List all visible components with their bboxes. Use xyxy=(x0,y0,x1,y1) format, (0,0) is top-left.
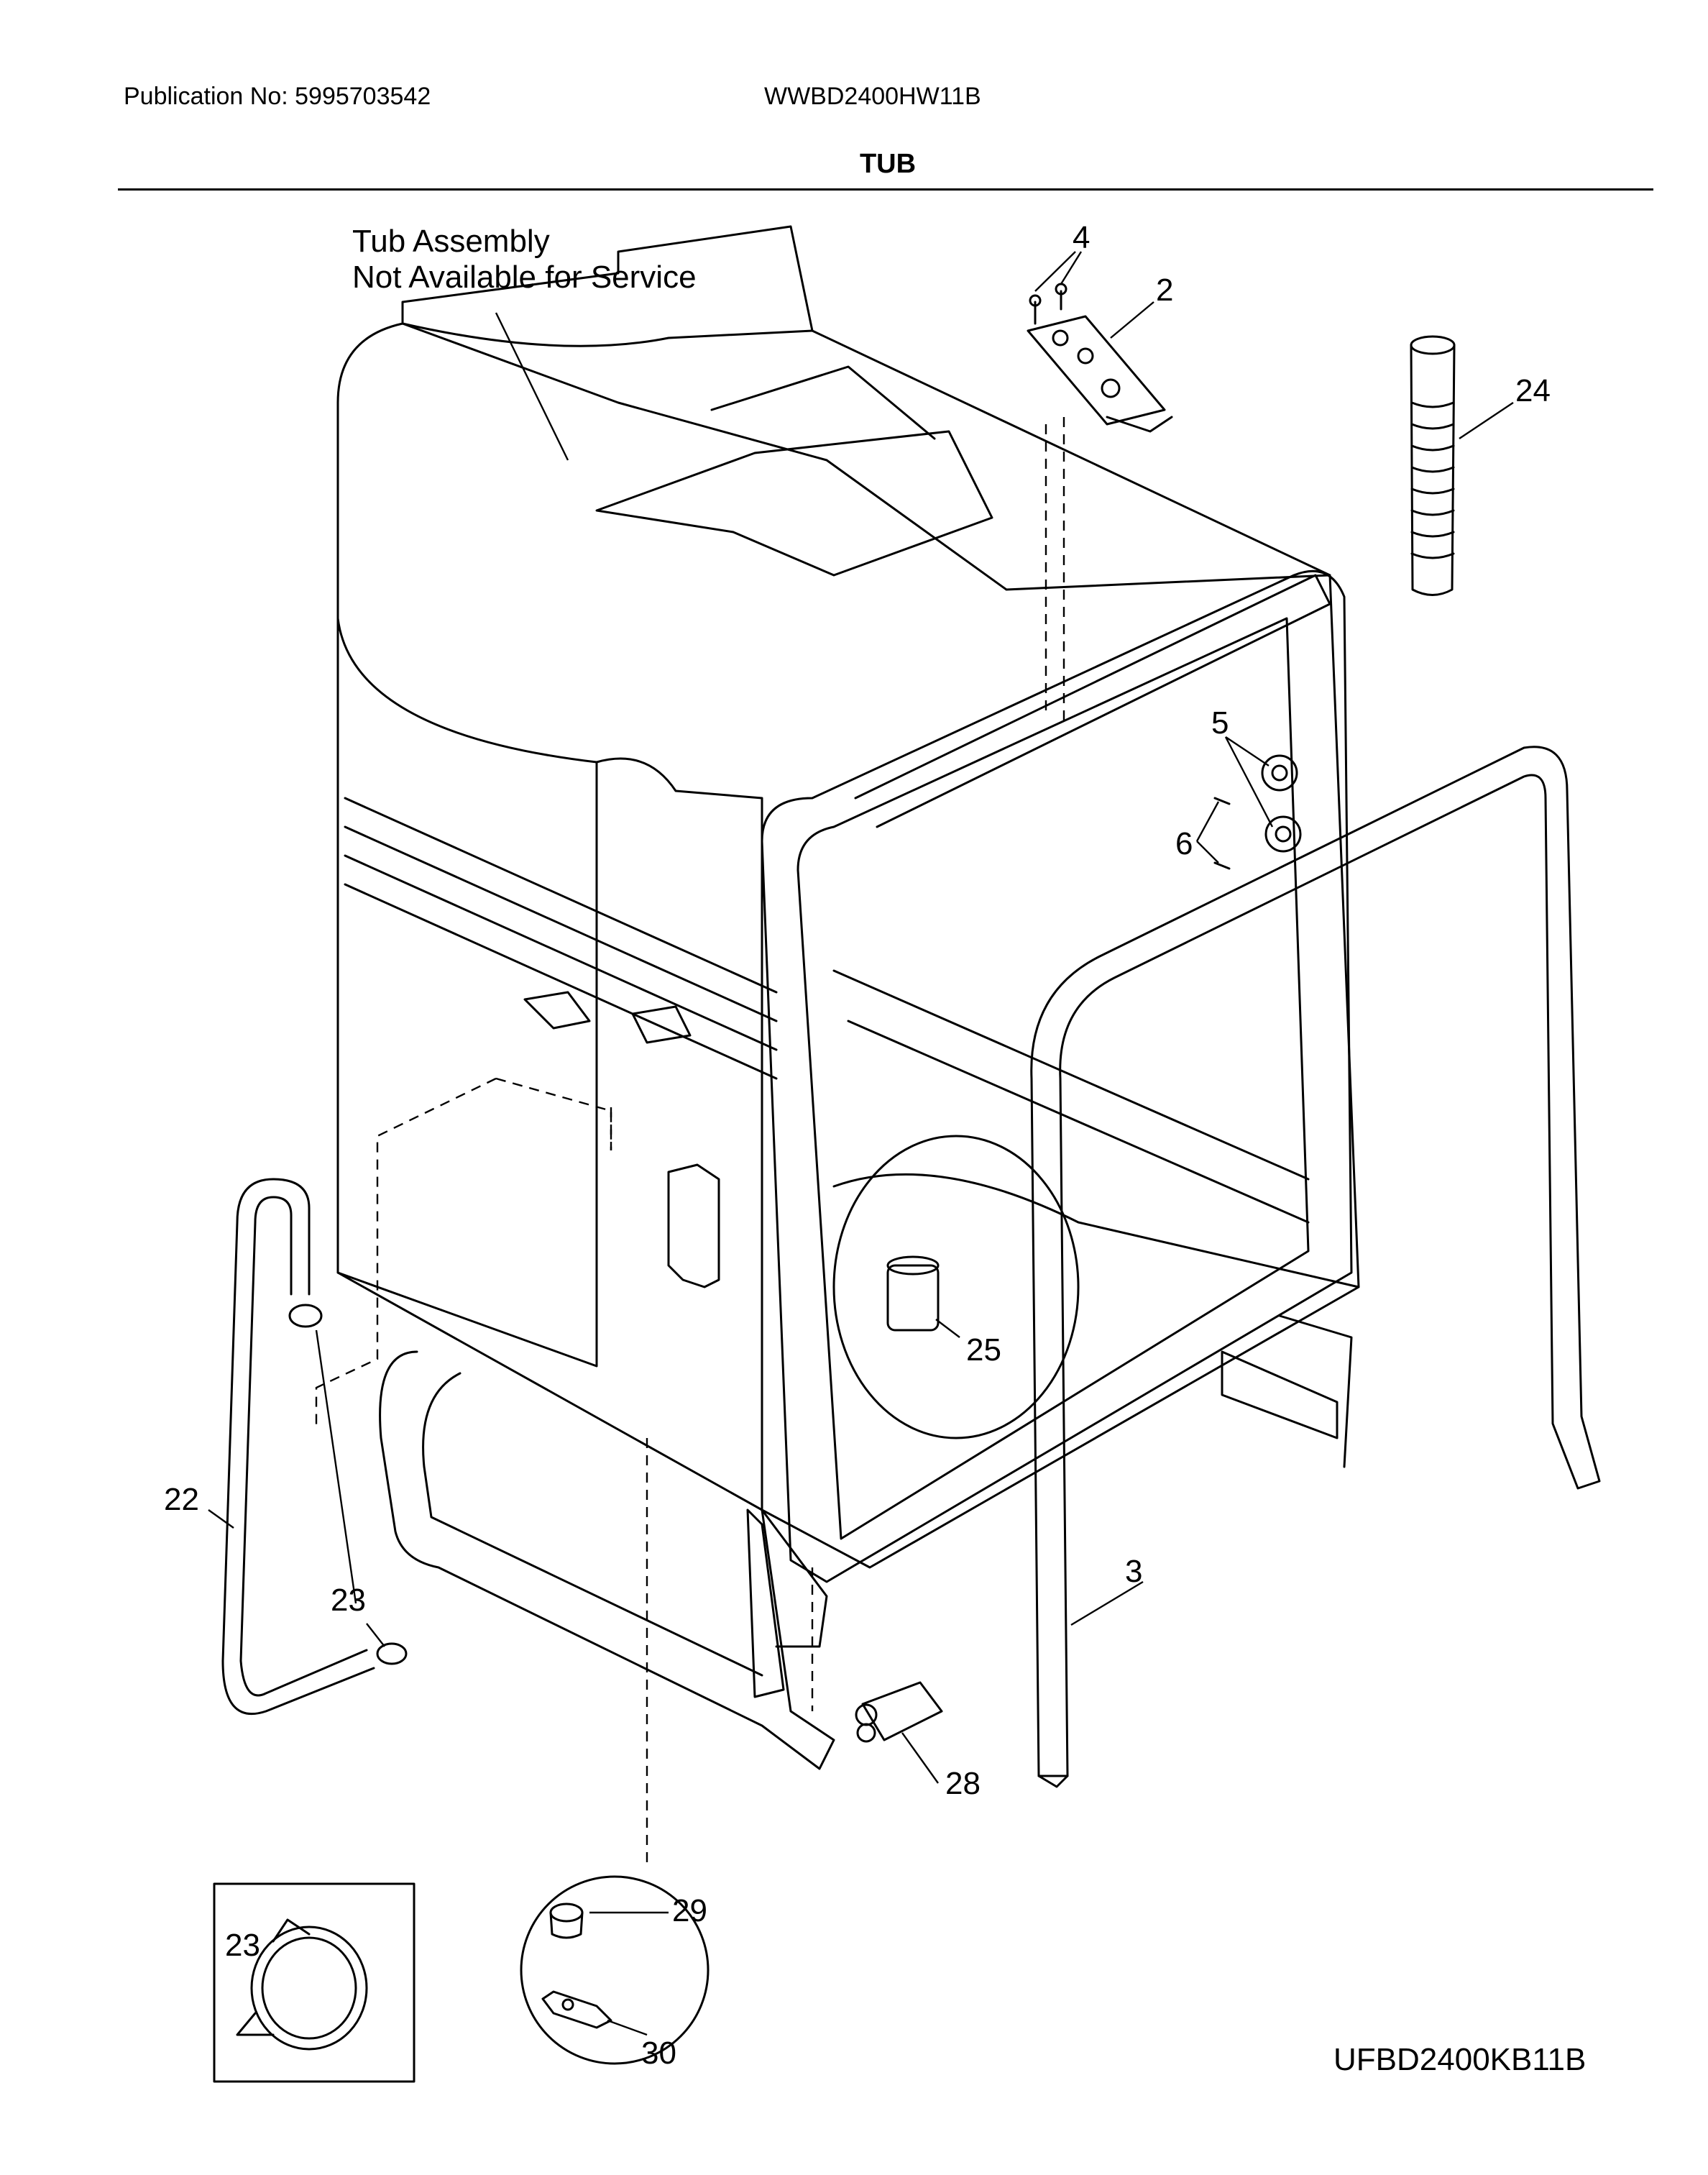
footer-model-code: UFBD2400KB11B xyxy=(1333,2042,1587,2077)
model-number: WWBD2400HW11B xyxy=(764,83,981,110)
callout-24: 24 xyxy=(1515,373,1551,408)
part-3-door-gasket xyxy=(1030,746,1601,1788)
callout-5: 5 xyxy=(1211,705,1229,741)
callout-4: 4 xyxy=(1073,220,1090,255)
callout-30: 30 xyxy=(641,2036,676,2071)
part-28-switch xyxy=(855,1681,943,1743)
callout-6: 6 xyxy=(1175,826,1193,861)
callout-23: 23 xyxy=(331,1583,366,1618)
tub-assembly xyxy=(336,225,1360,1770)
callout-23-detail: 23 xyxy=(225,1928,260,1963)
callout-25: 25 xyxy=(966,1332,1001,1368)
leader-lines xyxy=(208,251,1514,2036)
page-title: TUB xyxy=(859,149,917,179)
header-divider xyxy=(118,188,1653,191)
part-5-rollers xyxy=(1261,754,1302,853)
part-23-hose-clamp xyxy=(288,1304,408,1665)
detail-circle-29-30 xyxy=(520,1875,710,2065)
part-2-hinge-bracket xyxy=(1027,315,1173,433)
callout-2: 2 xyxy=(1156,273,1173,308)
callout-3: 3 xyxy=(1125,1554,1142,1589)
part-24-hose-sleeve xyxy=(1410,335,1456,596)
callout-22: 22 xyxy=(164,1482,199,1517)
publication-number: Publication No: 5995703542 xyxy=(124,83,431,110)
part-6-screws xyxy=(1213,797,1231,870)
tub-assembly-note-line2: Not Available for Service xyxy=(352,260,697,295)
callout-28: 28 xyxy=(945,1766,981,1801)
part-22-hose xyxy=(221,1178,375,1716)
callout-29: 29 xyxy=(672,1893,707,1928)
detail-box-23 xyxy=(213,1882,415,2083)
tub-assembly-note-line1: Tub Assembly xyxy=(352,224,550,259)
